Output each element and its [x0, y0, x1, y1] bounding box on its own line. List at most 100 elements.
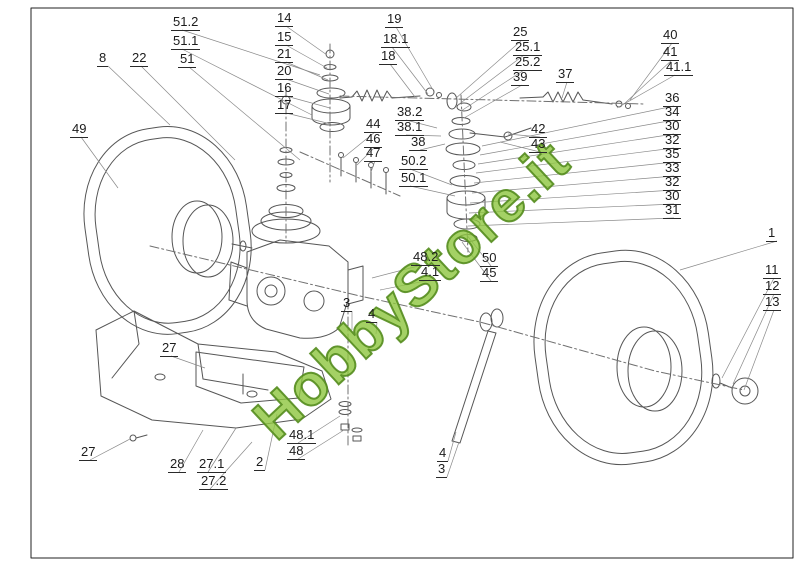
- part-label-25: 25: [511, 24, 530, 41]
- part-label-50: 50: [480, 250, 499, 267]
- right-wheel: [533, 249, 714, 466]
- leader-line-3: [446, 441, 460, 478]
- leader-line-1: [679, 240, 778, 271]
- part-label-19: 19: [385, 11, 404, 28]
- part-label-49: 49: [70, 121, 89, 138]
- leader-line-51: [188, 66, 301, 161]
- part-label-34: 34: [663, 104, 682, 121]
- part-label-18: 18: [379, 48, 398, 65]
- leader-lines: [80, 25, 778, 490]
- part-label-3: 3: [341, 295, 353, 312]
- leader-line-47: [370, 160, 376, 173]
- leader-line-22: [140, 65, 236, 161]
- page-border: [30, 7, 794, 559]
- part-label-39: 39: [511, 69, 530, 86]
- leader-line-17: [285, 112, 332, 125]
- part-label-37: 37: [556, 66, 575, 83]
- part-label-8: 8: [97, 50, 109, 67]
- leader-line-33: [471, 175, 675, 194]
- part-label-11: 11: [763, 262, 781, 279]
- leader-line-28: [178, 429, 204, 473]
- part-label-27-2: 27.2: [199, 473, 229, 490]
- part-label-42: 42: [529, 121, 548, 138]
- part-label-40: 40: [661, 27, 680, 44]
- hub-cap: [711, 373, 759, 405]
- leader-line-4-1: [379, 279, 431, 291]
- part-label-50-2: 50.2: [399, 153, 429, 170]
- leader-line-16: [285, 95, 331, 109]
- leader-line-20: [285, 78, 330, 95]
- leader-line-41: [623, 59, 673, 105]
- part-label-48: 48: [287, 443, 306, 460]
- part-label-38: 38: [409, 134, 428, 151]
- part-label-15: 15: [275, 29, 294, 46]
- left-wheel: [83, 126, 253, 335]
- leader-line-50-1: [409, 185, 456, 197]
- leader-line-27: [170, 355, 206, 369]
- part-label-12: 12: [763, 278, 782, 295]
- leader-line-12: [732, 293, 775, 385]
- leader-line-27-1: [207, 427, 237, 473]
- part-label-3: 3: [436, 461, 448, 478]
- drawing-layer: [30, 7, 794, 559]
- part-label-4-1: 4.1: [419, 264, 442, 281]
- leader-line-25-2: [460, 69, 525, 112]
- part-label-16: 16: [275, 80, 294, 97]
- part-label-30: 30: [663, 118, 682, 135]
- part-label-50-1: 50.1: [399, 170, 429, 187]
- part-label-38-2: 38.2: [395, 104, 425, 121]
- leader-line-4: [375, 321, 378, 335]
- part-label-35: 35: [663, 146, 682, 163]
- leader-line-15: [285, 44, 328, 69]
- frame-deck: [95, 310, 332, 429]
- leader-line-14: [285, 25, 328, 56]
- part-label-46: 46: [364, 131, 383, 148]
- part-label-51-2: 51.2: [171, 14, 201, 31]
- part-label-32: 32: [663, 132, 682, 149]
- leader-line-39: [463, 84, 523, 119]
- part-label-20: 20: [275, 63, 294, 80]
- part-label-4: 4: [366, 306, 378, 323]
- leader-line-49: [80, 136, 119, 189]
- leader-line-46: [356, 146, 376, 166]
- leader-line-36: [481, 105, 675, 147]
- bottom-bolts: [338, 401, 363, 442]
- leader-line-30: [468, 203, 675, 214]
- leader-line-34: [479, 119, 675, 156]
- leader-line-42: [507, 133, 541, 138]
- part-label-31: 31: [663, 202, 682, 219]
- leader-line-27-2: [209, 441, 253, 490]
- leader-line-25: [454, 39, 523, 100]
- part-label-32: 32: [663, 174, 682, 191]
- part-label-17: 17: [275, 97, 294, 114]
- part-label-41: 41: [661, 44, 680, 61]
- leader-line-8: [107, 65, 171, 126]
- leader-line-43: [499, 141, 541, 153]
- part-label-27: 27: [79, 444, 98, 461]
- leader-line-4: [447, 431, 457, 462]
- part-label-1: 1: [766, 225, 778, 242]
- leader-line-41-1: [616, 74, 676, 109]
- leader-line-48-2: [371, 264, 423, 279]
- leader-line-19: [395, 26, 434, 91]
- part-label-2: 2: [254, 454, 266, 471]
- part-label-25-2: 25.2: [513, 54, 543, 71]
- part-label-44: 44: [364, 116, 383, 133]
- part-label-41-1: 41.1: [664, 59, 694, 76]
- leader-line-50: [465, 233, 492, 267]
- leader-line-18-1: [391, 46, 429, 95]
- part-label-14: 14: [275, 10, 294, 27]
- leader-line-48: [297, 429, 345, 460]
- part-label-51-1: 51.1: [171, 33, 201, 50]
- part-label-38-1: 38.1: [395, 119, 425, 136]
- leader-line-32: [475, 147, 675, 174]
- part-label-21: 21: [275, 46, 294, 63]
- leader-line-37: [561, 81, 568, 99]
- part-label-27: 27: [160, 340, 179, 357]
- centerlines: [149, 43, 745, 447]
- leader-line-51-2: [181, 29, 321, 76]
- part-label-22: 22: [130, 50, 149, 67]
- leader-line-13: [743, 309, 775, 391]
- part-label-36: 36: [663, 90, 682, 107]
